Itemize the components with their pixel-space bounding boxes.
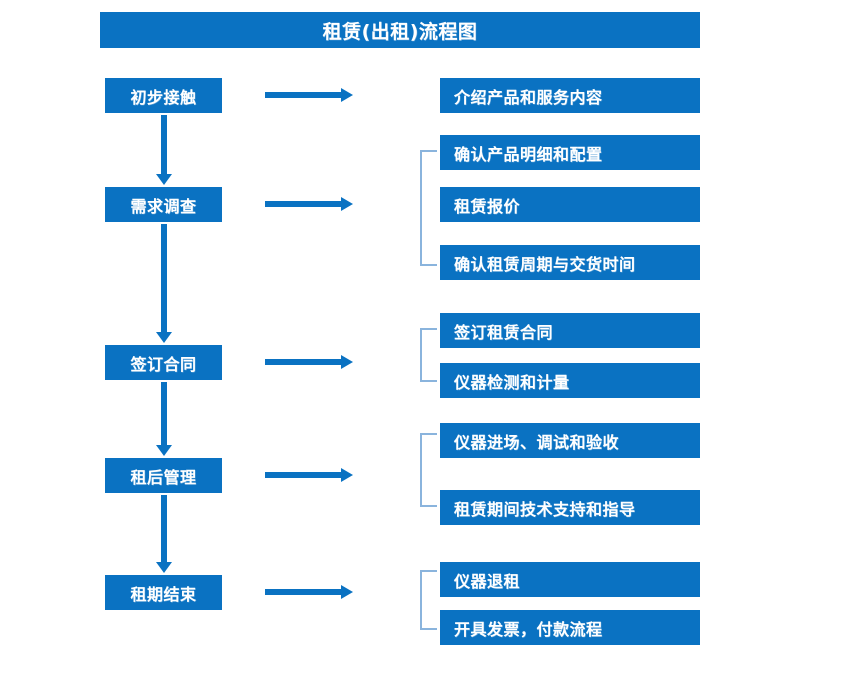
arrow-head: [341, 355, 353, 369]
arrow-head: [341, 585, 353, 599]
stage-box-post-rental-mgmt[interactable]: 租后管理: [105, 458, 222, 493]
arrow-head: [341, 468, 353, 482]
down-arrow-stage2-to-stage3: [156, 224, 172, 343]
group-bracket-lease-end: [420, 570, 437, 630]
stage-box-initial-contact[interactable]: 初步接触: [105, 78, 222, 113]
arrow-shaft: [265, 359, 343, 365]
down-arrow-stage1-to-stage2: [156, 115, 172, 185]
arrow-head: [341, 197, 353, 211]
stage-box-sign-contract[interactable]: 签订合同: [105, 345, 222, 380]
arrow-shaft: [161, 382, 167, 445]
right-arrow-stage2: [265, 197, 355, 211]
detail-box-instrument-return[interactable]: 仪器退租: [440, 562, 700, 597]
right-arrow-stage4: [265, 468, 355, 482]
group-bracket-needs-survey: [420, 150, 437, 266]
group-bracket-post-rental-mgmt: [420, 433, 437, 507]
detail-box-confirm-product-spec[interactable]: 确认产品明细和配置: [440, 135, 700, 170]
arrow-head: [156, 562, 172, 573]
right-arrow-stage5: [265, 585, 355, 599]
arrow-shaft: [265, 201, 343, 207]
detail-box-confirm-period-delivery[interactable]: 确认租赁周期与交货时间: [440, 245, 700, 280]
arrow-head: [156, 174, 172, 185]
arrow-shaft: [161, 115, 167, 174]
detail-box-sign-rental-contract[interactable]: 签订租赁合同: [440, 313, 700, 348]
down-arrow-stage4-to-stage5: [156, 495, 172, 573]
arrow-head: [156, 445, 172, 456]
arrow-shaft: [161, 495, 167, 562]
page-title: 租赁(出租)流程图: [100, 12, 700, 48]
detail-box-invoice-payment[interactable]: 开具发票，付款流程: [440, 610, 700, 645]
detail-box-instrument-inspection[interactable]: 仪器检测和计量: [440, 363, 700, 398]
arrow-shaft: [265, 589, 343, 595]
stage-box-lease-end[interactable]: 租期结束: [105, 575, 222, 610]
arrow-shaft: [265, 472, 343, 478]
detail-box-introduce-products[interactable]: 介绍产品和服务内容: [440, 78, 700, 113]
right-arrow-stage1: [265, 88, 355, 102]
detail-box-rental-quote[interactable]: 租赁报价: [440, 187, 700, 222]
down-arrow-stage3-to-stage4: [156, 382, 172, 456]
arrow-shaft: [265, 92, 343, 98]
arrow-head: [341, 88, 353, 102]
arrow-head: [156, 332, 172, 343]
right-arrow-stage3: [265, 355, 355, 369]
group-bracket-sign-contract: [420, 328, 437, 382]
stage-box-needs-survey[interactable]: 需求调查: [105, 187, 222, 222]
detail-box-technical-support[interactable]: 租赁期间技术支持和指导: [440, 490, 700, 525]
arrow-shaft: [161, 224, 167, 332]
detail-box-instrument-onsite[interactable]: 仪器进场、调试和验收: [440, 423, 700, 458]
